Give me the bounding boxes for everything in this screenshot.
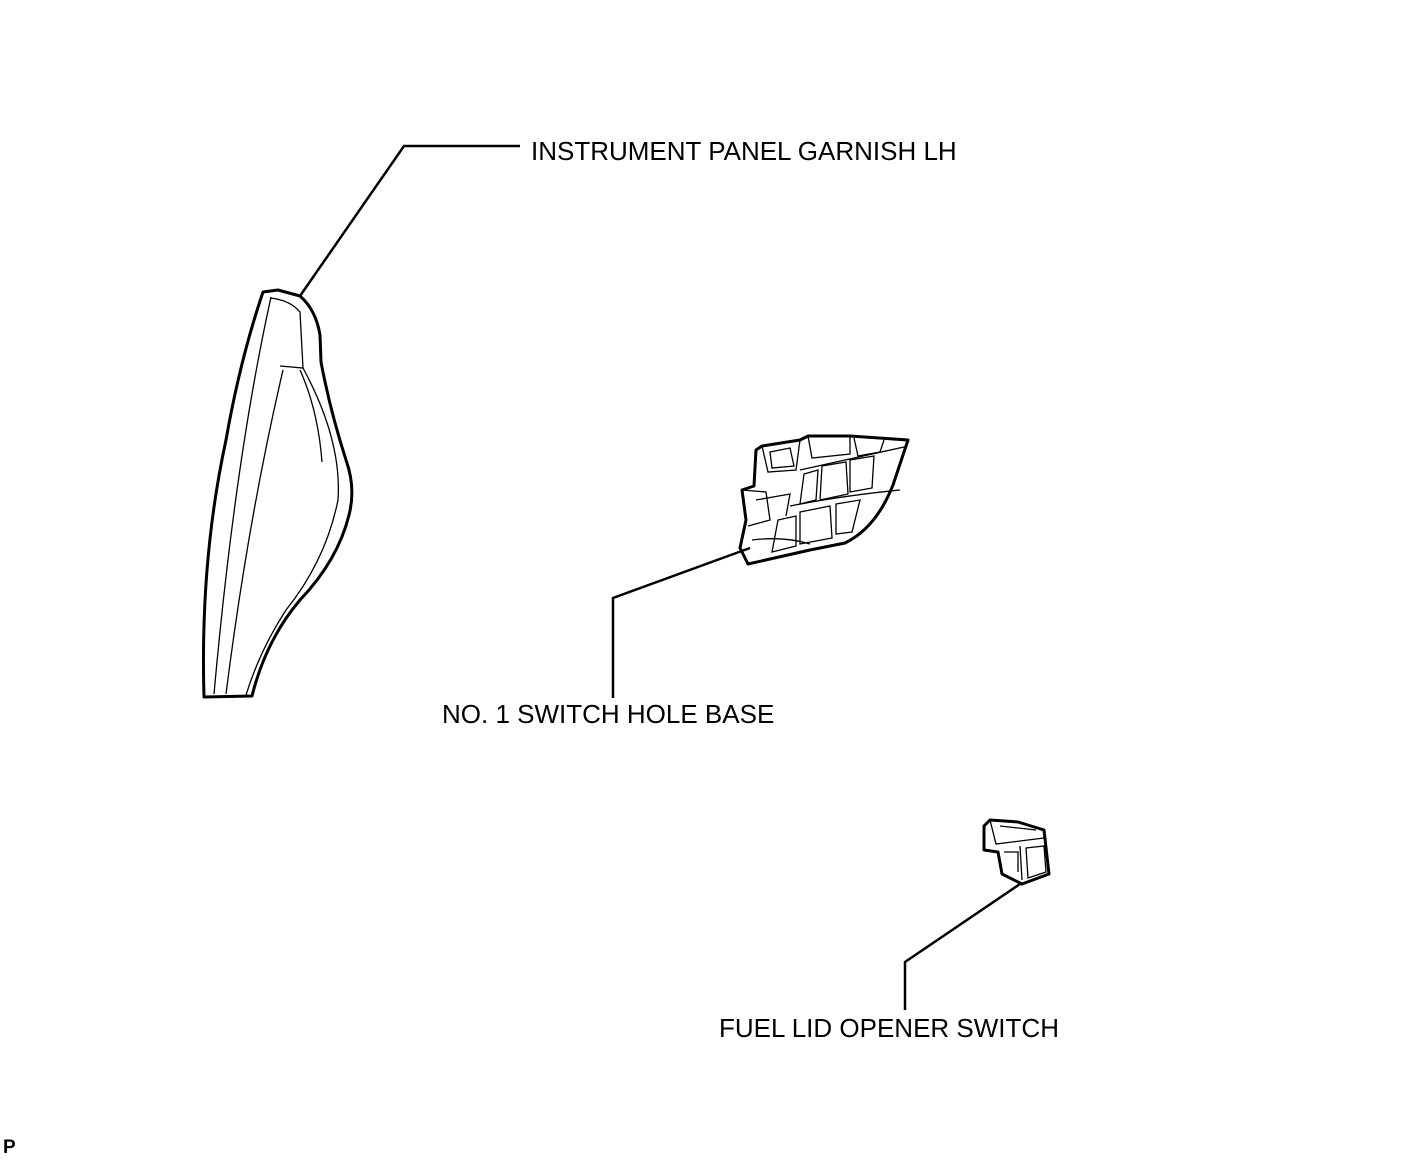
fuel-lid-opener-switch-label: FUEL LID OPENER SWITCH: [719, 1013, 1059, 1043]
no1-switch-hole-base-part: [738, 434, 910, 566]
instrument-panel-garnish-lh-part: [201, 288, 354, 699]
no1-switch-hole-base-label: NO. 1 SWITCH HOLE BASE: [442, 699, 775, 729]
instrument-panel-garnish-lh-label: INSTRUMENT PANEL GARNISH LH: [531, 136, 957, 166]
fuel-lid-opener-switch-part: [982, 818, 1051, 886]
garnish-leader-line: [298, 144, 520, 297]
page-code: P: [3, 1137, 16, 1158]
fuel-switch-leader-line: [903, 882, 1021, 1010]
hole-base-leader-line: [611, 546, 751, 698]
